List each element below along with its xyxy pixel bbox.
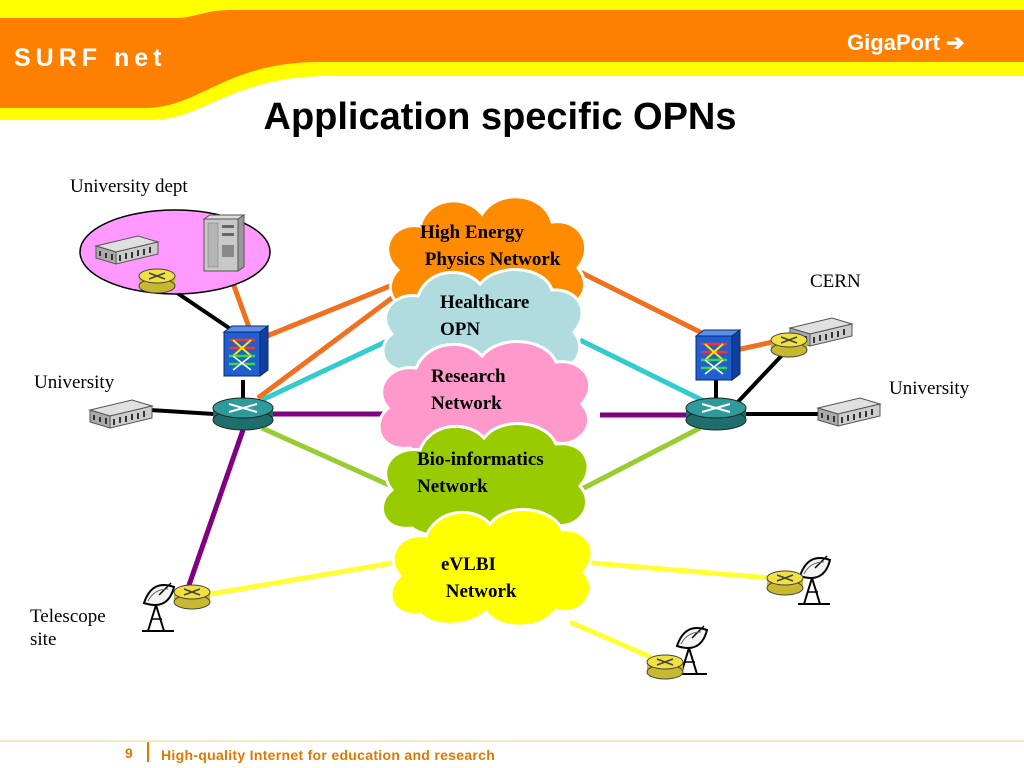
cloud-evlbi: [389, 508, 594, 628]
research-network-label: Research Network: [431, 366, 506, 414]
link-hep-left-a: [261, 279, 401, 341]
link-evlbi-dish-bottom: [569, 619, 663, 665]
hep-network-label: High Energy Physics Network: [420, 222, 561, 270]
link-cern-right-router: [733, 350, 787, 407]
university-left-label: University: [34, 372, 115, 393]
link-health-right: [578, 337, 714, 408]
link-bio-right: [578, 425, 702, 493]
bio-informatics-network-label: Bio-informatics Network: [417, 449, 544, 497]
right-router-icon: [685, 397, 747, 431]
link-left-univ: [149, 408, 215, 416]
cern-router-icon: [770, 332, 808, 358]
link-hep-left-b: [256, 289, 402, 401]
footer-divider: [0, 740, 1024, 742]
dept-router-icon: [138, 268, 176, 294]
link-evlbi-telescope: [204, 557, 411, 598]
telescope-bottom-router-icon: [646, 654, 684, 680]
footer-separator: [147, 742, 149, 762]
banner-top-yellow: [0, 0, 1024, 18]
link-evlbi-dish-right: [579, 559, 771, 581]
gigaport-label: GigaPort: [847, 30, 940, 55]
evlbi-network-label: eVLBI Network: [441, 554, 517, 602]
right-switch-icon: [694, 328, 742, 382]
header-banner: [0, 0, 1024, 120]
page-number: 9: [125, 745, 133, 761]
link-bio-left: [260, 425, 402, 493]
cern-label: CERN: [810, 271, 861, 292]
left-router-icon: [212, 397, 274, 431]
gigaport-link[interactable]: GigaPort ➔: [847, 30, 964, 56]
arrow-right-icon: ➔: [946, 30, 965, 55]
university-right-label: University: [889, 378, 970, 399]
link-hep-right: [578, 269, 714, 341]
healthcare-opn-label: Healthcare OPN: [440, 292, 530, 340]
telescope-site-label: Telescope site: [30, 606, 106, 650]
page-title: Application specific OPNs: [263, 96, 737, 138]
surfnet-logo: SURF net: [14, 44, 167, 72]
server-icon: [202, 214, 246, 272]
link-telescope-left: [185, 429, 246, 589]
footer-tagline: High-quality Internet for education and …: [161, 747, 496, 763]
telescope-left-router-icon: [173, 584, 211, 610]
link-health-left: [260, 332, 402, 403]
right-university-building-icon: [817, 397, 881, 427]
left-switch-icon: [222, 324, 270, 378]
banner-orange-band: [0, 0, 1024, 108]
university-dept-label: University dept: [70, 176, 188, 197]
left-university-building-icon: [89, 399, 153, 429]
telescope-left-dish-icon: [141, 582, 175, 632]
telescope-right-router-icon: [766, 570, 804, 596]
